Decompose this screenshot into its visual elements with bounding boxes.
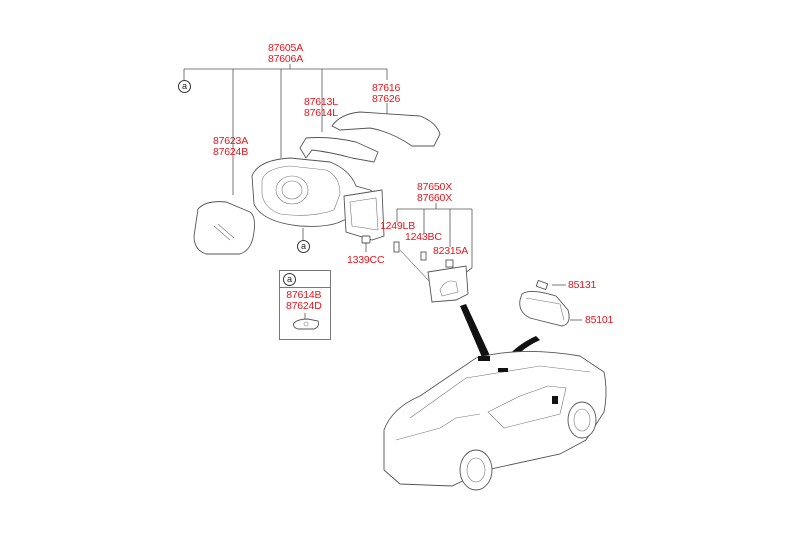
inside-rear-view-mirror-part [519, 291, 570, 327]
scalp-cover-part [331, 111, 441, 147]
label-clip: 82315A [433, 246, 468, 257]
label-inset-part: 87614B 87624D [286, 290, 322, 312]
part-code: 82315A [433, 245, 469, 257]
part-code: 1243BC [405, 231, 442, 243]
part-code: 87613L [304, 96, 338, 108]
label-inside-cover: 87650X 87660X [417, 182, 452, 204]
inset-detail-box: a 87614B 87624D [279, 270, 331, 340]
label-assembly: 87605A 87606A [268, 43, 303, 65]
label-bolt: 1249LB [380, 221, 415, 232]
vehicle-outline [383, 351, 607, 491]
part-code: 87614B [286, 289, 322, 301]
assembly-leader-lines [183, 64, 388, 252]
label-screw: 1243BC [405, 232, 442, 243]
clip-part [445, 259, 454, 268]
label-mirror-glass: 87623A 87624B [213, 136, 248, 158]
pointer-beam-left [460, 304, 492, 362]
part-code: 87626 [372, 93, 401, 105]
callout-ref-a: a [297, 240, 310, 253]
part-code: 1339CC [347, 254, 385, 266]
label-scalp-cover: 87616 87626 [372, 83, 400, 105]
rain-sensor-cover-part [535, 279, 549, 291]
label-side-repeater-cover: 87613L 87614L [304, 97, 338, 119]
inside-cover-part [427, 265, 469, 303]
label-inside-rear-view-mirror: 85101 [585, 315, 613, 326]
inside-cover-leader-lines [396, 203, 473, 283]
mirror-glass-part [193, 201, 255, 255]
nut-part [361, 235, 371, 244]
side-repeater-cover-part [299, 137, 379, 163]
part-code: 87660X [417, 192, 453, 204]
part-code: 87650X [417, 181, 453, 193]
part-code: 87606A [268, 53, 304, 65]
label-nut: 1339CC [347, 254, 385, 266]
inset-part-drawing [293, 313, 319, 330]
part-code: 1249LB [380, 220, 416, 232]
callout-ref-a: a [283, 273, 296, 286]
base-cover-part [343, 189, 385, 241]
part-code: 87624B [213, 146, 249, 158]
inset-header: a [280, 271, 330, 288]
screw-part [420, 251, 427, 261]
part-code: 87623A [213, 135, 249, 147]
callout-ref-a: a [178, 80, 191, 93]
part-code: 85101 [585, 314, 614, 326]
part-code: 87614L [304, 107, 338, 119]
bolt-part [393, 241, 400, 253]
part-code: 87605A [268, 42, 304, 54]
label-rain-sensor-cover: 85131 [568, 280, 596, 291]
part-code: 87624D [286, 300, 322, 312]
part-code: 85131 [568, 279, 597, 291]
part-code: 87616 [372, 82, 401, 94]
